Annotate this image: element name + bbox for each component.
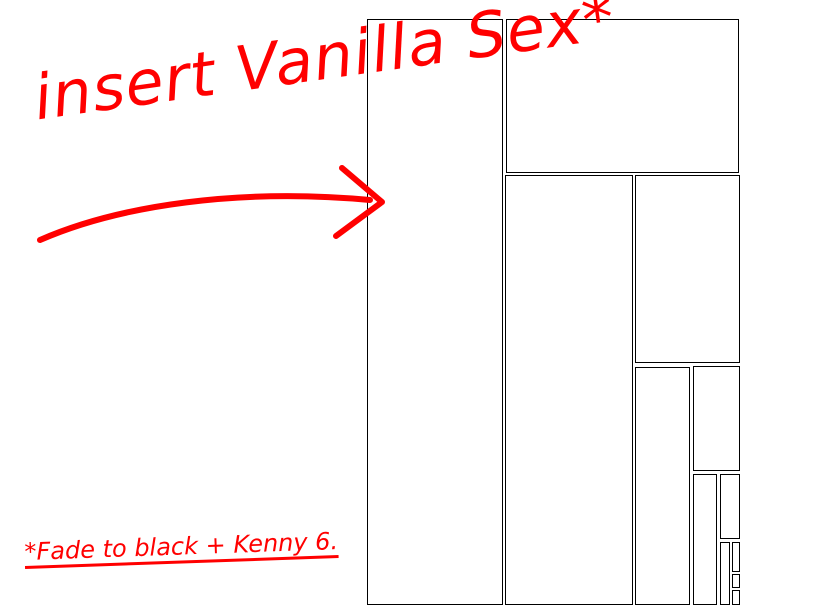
- panel-middle-tall: [505, 175, 633, 605]
- panel-top-right: [506, 19, 739, 173]
- panel-small-a: [693, 474, 717, 605]
- panel-right-lower-left: [635, 367, 690, 605]
- panel-tiny-d: [732, 590, 740, 605]
- panel-tall-left: [367, 19, 503, 605]
- panel-tiny-a: [720, 542, 730, 605]
- panel-right-upper: [635, 175, 740, 363]
- panel-small-b: [720, 474, 740, 539]
- panel-tiny-c: [732, 574, 740, 588]
- panel-tiny-b: [732, 542, 740, 572]
- panel-right-lower-top: [693, 366, 740, 471]
